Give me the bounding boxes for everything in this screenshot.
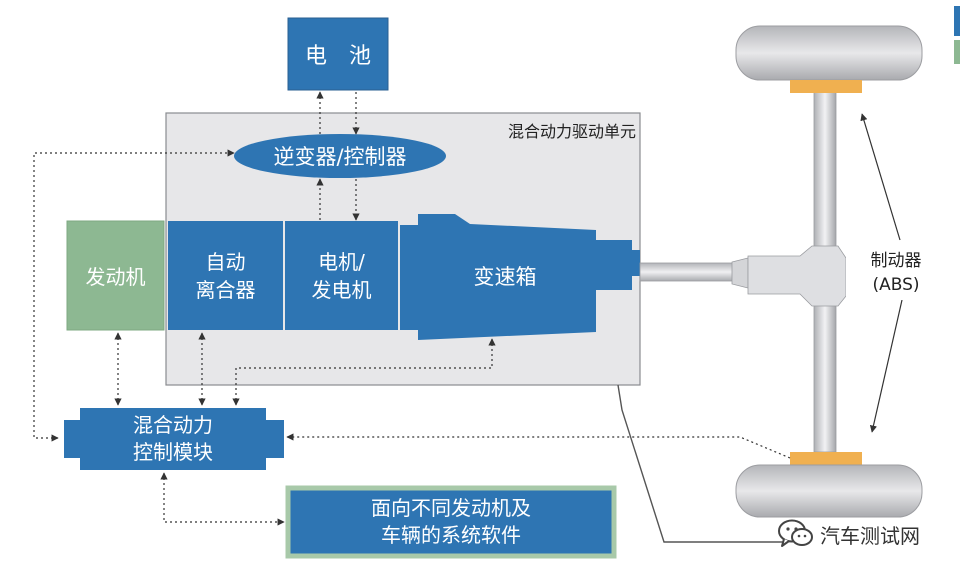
software-box xyxy=(285,485,617,559)
top-brake-pad xyxy=(790,80,862,93)
hybrid-unit-label: 混合动力驱动单元 xyxy=(507,122,636,141)
inverter-label: 逆变器/控制器 xyxy=(273,145,407,169)
inverter-ellipse xyxy=(234,134,446,178)
unit-to-wheel-line xyxy=(617,384,786,543)
legend-blue-mark xyxy=(954,6,960,36)
arrow-brake-to-module xyxy=(286,433,791,459)
shaft-flange xyxy=(731,257,749,289)
signal-arrows xyxy=(33,91,791,526)
bottom-wheel xyxy=(735,464,923,518)
top-wheel xyxy=(735,25,923,81)
engine-label: 发动机 xyxy=(85,265,146,289)
legend-green-mark xyxy=(954,40,960,64)
watermark-text: 汽车测试网 xyxy=(820,523,920,548)
differential-housing xyxy=(747,245,847,307)
battery-box xyxy=(287,17,389,91)
brake-label: 制动器 (ABS) xyxy=(846,246,946,300)
wechat-icon xyxy=(778,519,813,547)
arrow-gearbox-module xyxy=(232,338,496,406)
arrow-module-to-inverter xyxy=(33,149,235,442)
watermark: 汽车测试网 xyxy=(776,512,956,556)
clutch-label: 自动 离合器 xyxy=(195,249,256,302)
motor-label: 电机/ 发电机 xyxy=(311,249,372,302)
control-module-label: 混合动力 控制模块 xyxy=(133,413,213,464)
battery-label: 电 池 xyxy=(304,44,371,69)
gearbox-label: 变速箱 xyxy=(473,265,537,289)
gearbox-shape xyxy=(400,214,640,340)
motor-box xyxy=(285,221,398,330)
arrow-module-software xyxy=(160,472,285,526)
brake-arrows xyxy=(860,113,903,433)
bottom-brake-pad xyxy=(790,452,862,465)
software-label: 面向不同发动机及 车辆的系统软件 xyxy=(371,496,531,547)
drive-shaft xyxy=(639,262,735,282)
